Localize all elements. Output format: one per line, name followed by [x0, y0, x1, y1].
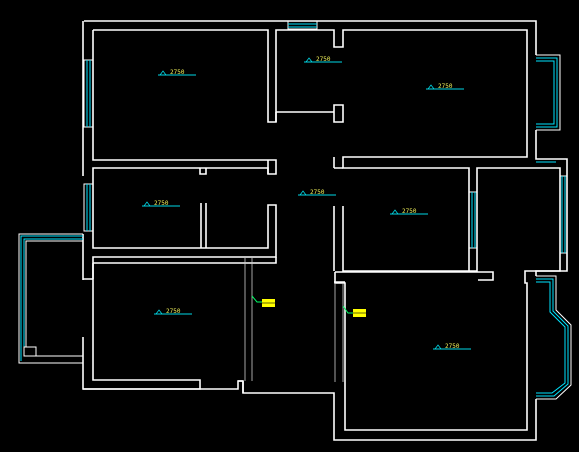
tag-marker-left — [251, 295, 275, 307]
window-left-balcony — [18, 233, 84, 364]
level-marker-room-bottom-left: 2750 — [154, 308, 192, 315]
window-interior — [468, 191, 478, 249]
window-top — [287, 20, 318, 30]
level-label: 2750 — [170, 69, 185, 76]
level-label: 2750 — [438, 83, 453, 90]
wall-lower-right-room — [238, 157, 494, 393]
level-label: 2750 — [310, 189, 325, 196]
partition-stubs — [199, 160, 269, 248]
window-left-upper — [83, 59, 94, 128]
level-label: 2750 — [154, 200, 169, 207]
window-left-mid — [83, 183, 94, 232]
outer-wall — [82, 20, 568, 441]
wall-lower-left-room — [83, 257, 277, 390]
window-right-top-bay — [536, 54, 561, 131]
level-marker-corridor: 2750 — [298, 189, 336, 196]
level-label: 2750 — [445, 343, 460, 350]
level-marker-room-top-left: 2750 — [158, 69, 196, 76]
level-marker-room-mid-right: 2750 — [390, 208, 428, 215]
window-right-mid — [559, 175, 568, 254]
inner-wall-outline — [92, 29, 561, 431]
walls — [82, 20, 568, 441]
level-label: 2750 — [402, 208, 417, 215]
level-marker-room-top-right: 2750 — [426, 83, 464, 90]
level-label: 2750 — [166, 308, 181, 315]
level-markers: 2750 2750 2750 2750 2750 2750 — [142, 56, 471, 350]
level-marker-room-mid-left: 2750 — [142, 200, 180, 207]
tag-markers — [251, 295, 366, 317]
window-right-bottom-bay — [536, 275, 572, 400]
level-label: 2750 — [316, 56, 331, 63]
wall-top-small-room — [275, 104, 344, 123]
tag-marker-right — [342, 305, 366, 317]
level-marker-room-top-small: 2750 — [304, 56, 342, 63]
windows — [18, 20, 572, 400]
level-marker-room-bottom-right: 2750 — [433, 343, 471, 350]
